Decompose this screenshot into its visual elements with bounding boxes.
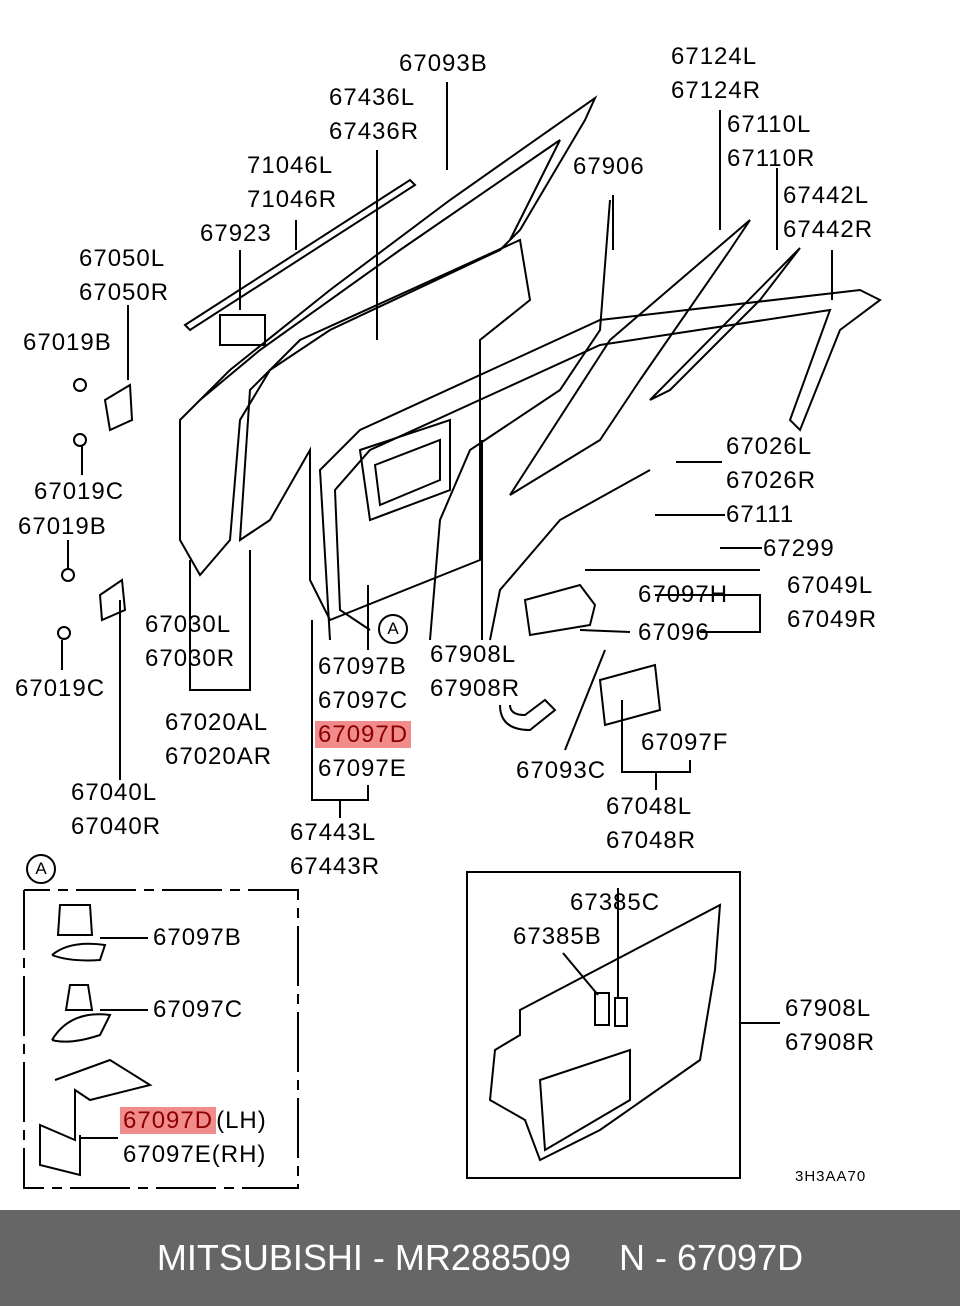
part-label[interactable]: 67026R [726, 467, 817, 494]
part-label[interactable]: 71046L [247, 152, 334, 179]
part-label[interactable]: 67111 [726, 501, 795, 528]
part-label[interactable]: 67906 [573, 153, 645, 180]
trim-part-label[interactable]: 67908R [785, 1029, 876, 1056]
part-label[interactable]: 67020AR [165, 743, 273, 770]
part-label[interactable]: 67442R [783, 216, 874, 243]
part-label[interactable]: 67436R [329, 118, 420, 145]
part-label[interactable]: 67020AL [165, 709, 269, 736]
door-parts-drawing [23, 82, 882, 1189]
part-label[interactable]: 67040L [71, 779, 158, 806]
part-label[interactable]: 67097F [641, 729, 729, 756]
part-label[interactable]: 67030L [145, 611, 232, 638]
part-label[interactable]: 67019C [34, 478, 125, 505]
part-label[interactable]: 67050L [79, 245, 166, 272]
oem-number: N - 67097D [619, 1237, 804, 1278]
part-label[interactable]: 67050R [79, 279, 170, 306]
brand-part-number: MITSUBISHI - MR288509 [156, 1237, 571, 1278]
part-label[interactable]: 67019B [23, 329, 112, 356]
side-rh: (RH) [211, 1141, 267, 1168]
inset-part-label[interactable]: 67097C [153, 996, 244, 1023]
part-label[interactable]: 67096 [638, 619, 710, 646]
part-label[interactable]: 67048R [606, 827, 697, 854]
part-label[interactable]: 71046R [247, 186, 338, 213]
part-label[interactable]: 67908L [430, 641, 517, 668]
side-lh: (LH) [216, 1107, 267, 1134]
part-label[interactable]: 67048L [606, 793, 693, 820]
part-label[interactable]: 67097C [318, 687, 409, 714]
part-label[interactable]: 67908R [430, 675, 521, 702]
inset-part-label[interactable]: 67097E [123, 1141, 212, 1168]
footer-banner: MITSUBISHI - MR288509 N - 67097D [0, 1210, 960, 1306]
part-label[interactable]: 67299 [763, 535, 835, 562]
part-label[interactable]: 67019B [18, 513, 107, 540]
trim-part-label[interactable]: 67385C [570, 889, 661, 916]
inset-a-marker: A [26, 854, 56, 884]
part-label[interactable]: 67019C [15, 675, 106, 702]
part-label[interactable]: 67124R [671, 77, 762, 104]
part-label[interactable]: 67124L [671, 43, 758, 70]
part-label[interactable]: 67049L [787, 572, 874, 599]
part-label[interactable]: 67030R [145, 645, 236, 672]
part-label[interactable]: 67026L [726, 433, 813, 460]
part-label[interactable]: 67097B [318, 653, 407, 680]
part-label[interactable]: 67040R [71, 813, 162, 840]
part-label[interactable]: 67093B [399, 50, 488, 77]
part-label[interactable]: 67443L [290, 819, 377, 846]
part-label[interactable]: 67442L [783, 182, 870, 209]
trim-part-label[interactable]: 67385B [513, 923, 602, 950]
diagram-code: 3H3AA70 [795, 1168, 867, 1185]
highlighted-part-label[interactable]: 67097D [315, 721, 412, 748]
inset-part-label[interactable]: 67097B [153, 924, 242, 951]
part-label[interactable]: 67110R [727, 145, 816, 172]
part-label[interactable]: 67110L [727, 111, 812, 138]
trim-part-label[interactable]: 67908L [785, 995, 872, 1022]
part-label[interactable]: 67436L [329, 84, 416, 111]
callout-a-marker: A [378, 614, 408, 644]
part-label[interactable]: 67097E [318, 755, 407, 782]
part-label[interactable]: 67049R [787, 606, 878, 633]
part-label[interactable]: 67923 [200, 220, 272, 247]
part-label[interactable]: 67097H [638, 581, 729, 608]
part-label[interactable]: 67093C [516, 757, 607, 784]
highlighted-inset-part-label[interactable]: 67097D [120, 1107, 217, 1134]
part-label[interactable]: 67443R [290, 853, 381, 880]
